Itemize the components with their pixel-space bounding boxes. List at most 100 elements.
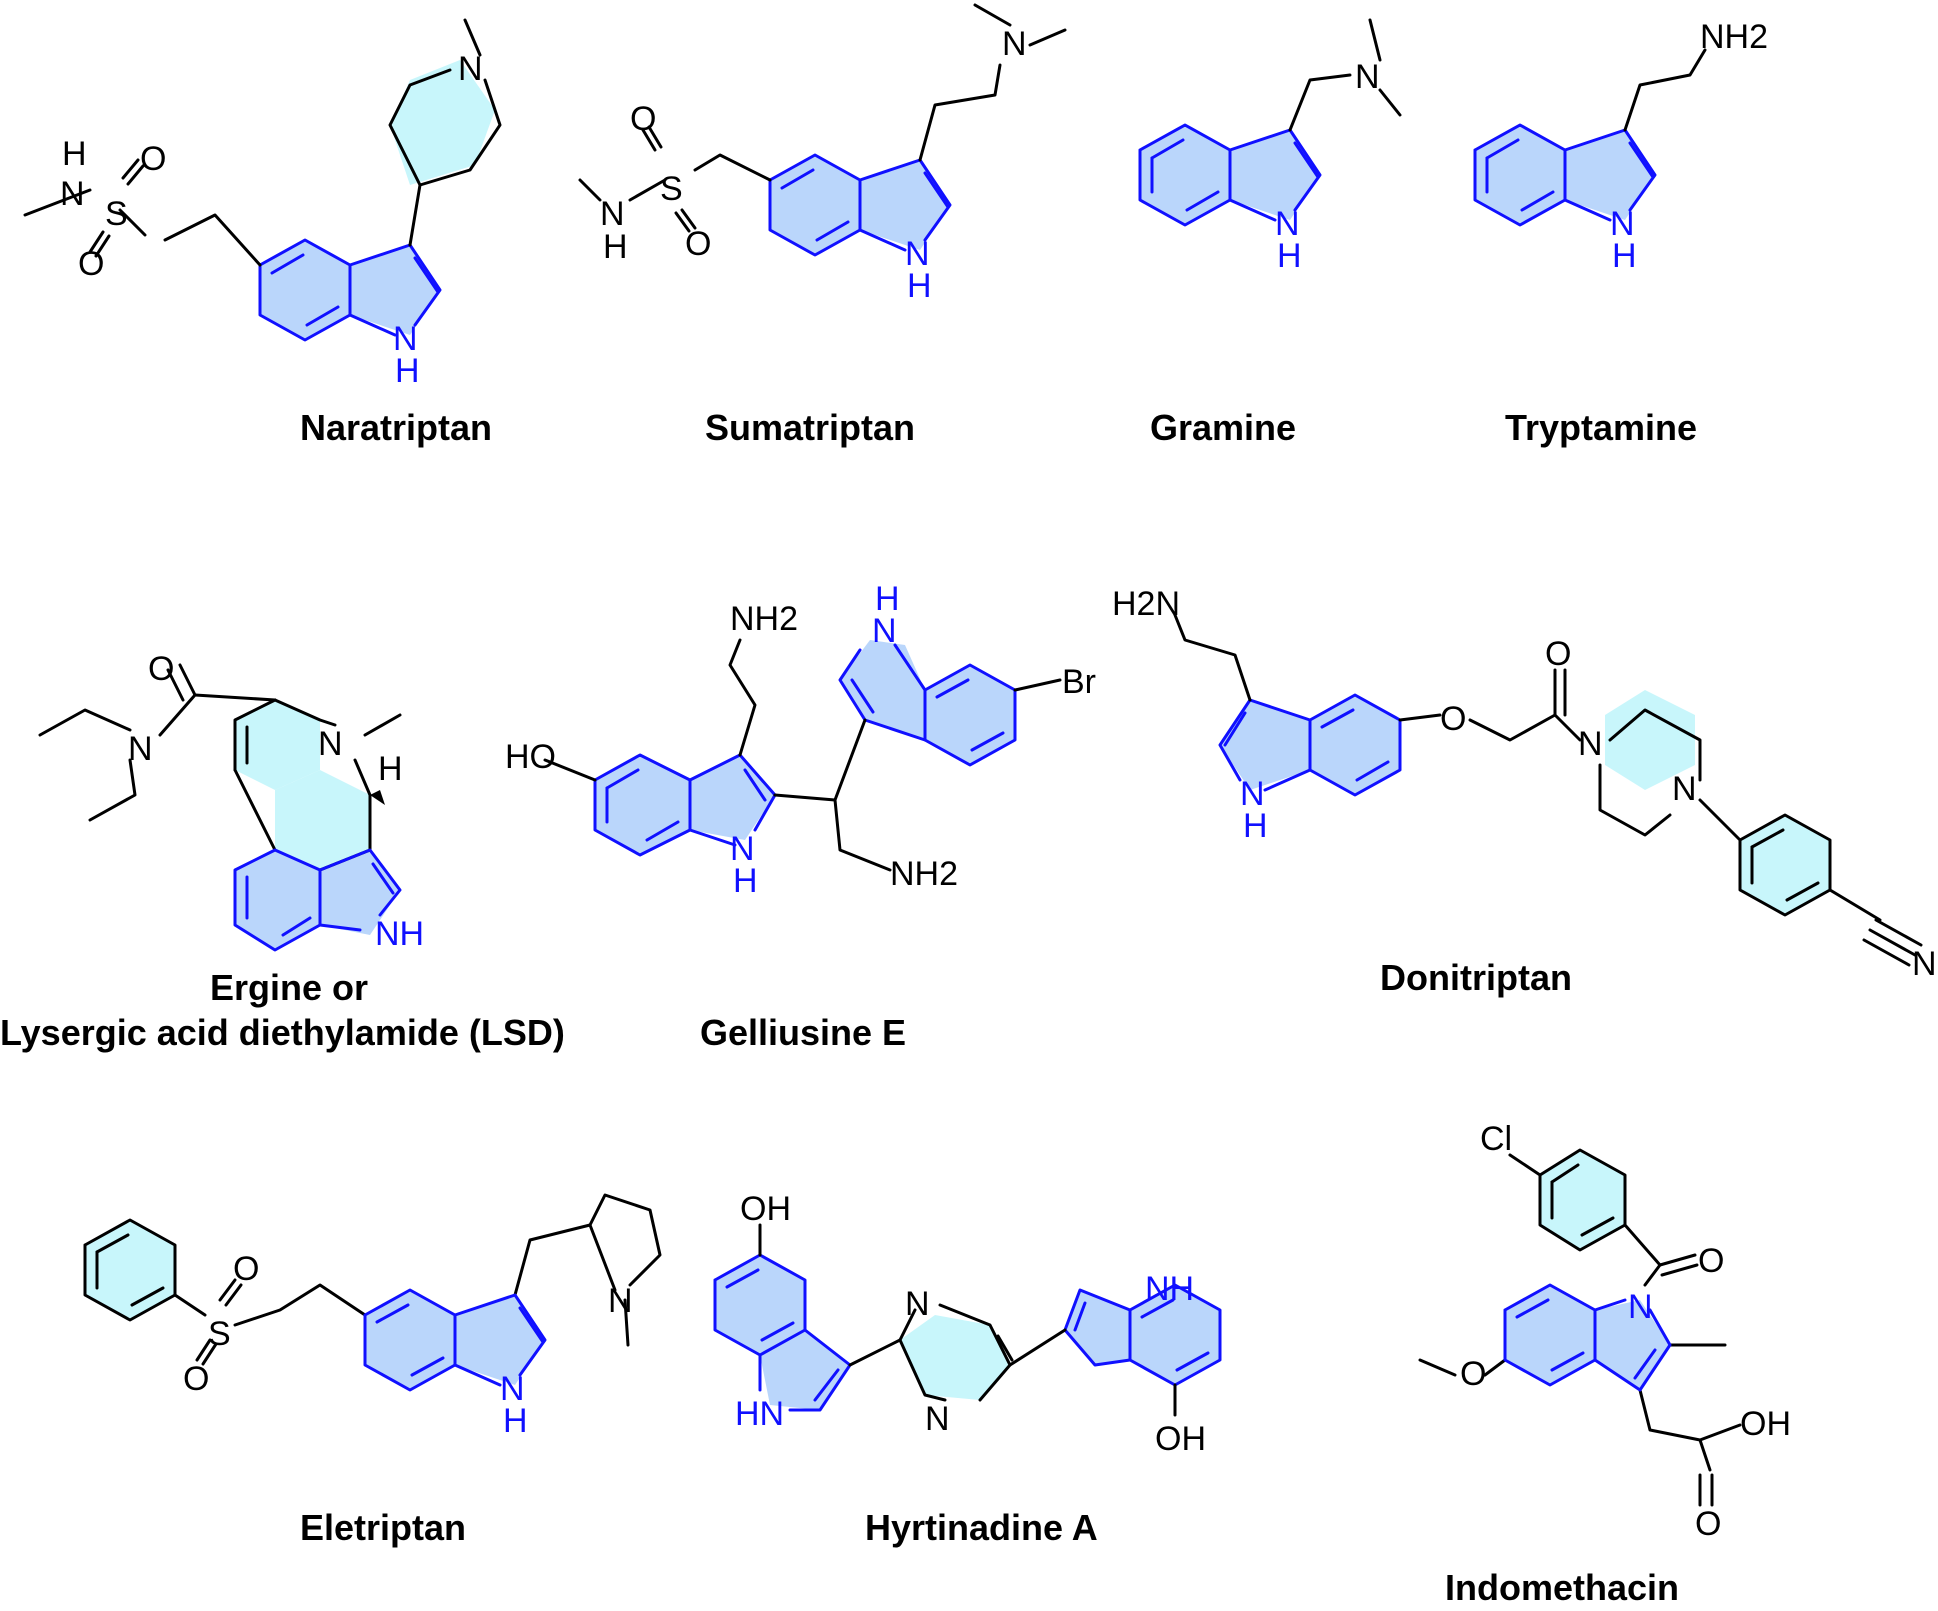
eletriptan-h-indole: H [503,1402,528,1440]
lsd-label-line2: Lysergic acid diethylamide (LSD) [0,1012,565,1053]
lsd-nh-indole: NH [375,915,424,953]
naratriptan-s: S [105,195,128,233]
naratriptan-n-piperidine: N [458,50,483,88]
lsd-structure: O N N H NH Ergine or Lysergic acid dieth… [0,650,565,1053]
gelliusine-n-indole1: N [730,830,755,868]
donitriptan-o-ether: O [1440,700,1466,738]
sumatriptan-h-sulfonamide: H [603,228,628,266]
donitriptan-benzene-fill [1310,695,1400,795]
gelliusine-n-indole2: N [872,612,897,650]
tryptamine-benzene-fill [1475,125,1565,225]
indomethacin-o-methoxy: O [1460,1355,1486,1393]
gelliusine-indole1-bonds [593,753,777,857]
tryptamine-structure: NH2 N H Tryptamine [1473,18,1768,448]
gelliusine-benzene2-fill [925,665,1015,765]
naratriptan-indole-bonds [258,238,442,342]
gelliusine-h-indole2: H [875,580,900,618]
donitriptan-label: Donitriptan [1380,957,1572,998]
lsd-stereo-wedge [370,790,385,805]
sumatriptan-n-sulfonamide: N [600,195,625,233]
lsd-ring-c-fill [275,770,370,870]
gramine-indole-bonds [1138,123,1322,227]
eletriptan-label: Eletriptan [300,1507,466,1548]
donitriptan-h2n: H2N [1112,585,1180,623]
gelliusine-h-indole1: H [733,862,758,900]
sumatriptan-o-top: O [630,100,656,138]
indomethacin-n-indole: N [1628,1288,1653,1326]
lsd-h-stereo: H [378,750,403,788]
lsd-ring-d-fill [235,700,320,790]
lsd-n-ring: N [318,725,343,763]
naratriptan-o-top: O [140,140,166,178]
hyrtinadine-oh-top: OH [740,1190,791,1228]
hyrtinadine-n-pyrimidine1: N [905,1285,930,1323]
tryptamine-h-indole: H [1612,237,1637,275]
sumatriptan-pyrrole-fill [860,160,950,250]
lsd-indole-bonds [233,848,402,952]
sumatriptan-n-indole: N [905,235,930,273]
lsd-label-line1: Ergine or [210,967,368,1008]
tryptamine-pyrrole-fill [1565,130,1655,220]
tryptamine-nh2: NH2 [1700,18,1768,56]
naratriptan-benzene-fill [260,240,350,340]
gramine-n-indole: N [1275,205,1300,243]
gelliusine-nh2-top: NH2 [730,600,798,638]
hyrtinadine-pyrrole1-fill [760,1330,850,1410]
gelliusine-indole2-bonds [838,643,1017,767]
naratriptan-h-sulfonamide: H [62,135,87,173]
hyrtinadine-label: Hyrtinadine A [865,1507,1098,1548]
gelliusine-structure: NH2 HO NH2 Br N H N H Gelliusine E [505,580,1096,1053]
hyrtinadine-pyrrole2-fill [1065,1290,1130,1365]
sumatriptan-o-bottom: O [685,225,711,263]
gelliusine-pyrrole2-fill [840,640,925,740]
hyrtinadine-structure: OH N N OH HN NH Hyrtinadine A [713,1190,1222,1548]
sumatriptan-label: Sumatriptan [705,407,915,448]
sumatriptan-structure: N S O O N H N H Sumatriptan [578,3,1067,448]
donitriptan-structure: H2N O O N N N N H Donitriptan [1112,585,1937,998]
gelliusine-pyrrole1-fill [690,755,775,840]
indomethacin-label: Indomethacin [1445,1567,1679,1608]
eletriptan-o-bottom: O [183,1360,209,1398]
naratriptan-h-indole: H [395,352,420,390]
eletriptan-pyrrole-fill [455,1295,545,1385]
gramine-structure: N N H Gramine [1138,18,1402,448]
lsd-o-carbonyl: O [148,650,174,688]
donitriptan-n-nitrile: N [1912,945,1937,983]
indomethacin-benzene-fill [1505,1285,1595,1385]
donitriptan-n-piperazine1: N [1578,725,1603,763]
eletriptan-benzene-fill [365,1290,455,1390]
donitriptan-n-indole: N [1240,775,1265,813]
indomethacin-cl: Cl [1480,1120,1512,1158]
tryptamine-n-indole: N [1610,205,1635,243]
gramine-benzene-fill [1140,125,1230,225]
sumatriptan-benzene-fill [770,155,860,255]
donitriptan-n-piperazine2: N [1672,770,1697,808]
hyrtinadine-oh-bottom: OH [1155,1420,1206,1458]
gelliusine-br: Br [1062,663,1096,701]
tryptamine-indole-bonds [1473,123,1657,227]
donitriptan-piperazine-fill [1605,690,1695,790]
naratriptan-n-indole: N [393,320,418,358]
indomethacin-structure: Cl O O OH O N Indomethacin [1418,1120,1791,1608]
eletriptan-n-pyrrolidine: N [608,1282,633,1320]
sumatriptan-indole-bonds [768,153,952,257]
gramine-n-amine: N [1355,58,1380,96]
donitriptan-o-carbonyl: O [1545,635,1571,673]
naratriptan-n-sulfonamide: N [60,175,85,213]
naratriptan-label: Naratriptan [300,407,492,448]
donitriptan-pyrrole-fill [1220,700,1310,790]
donitriptan-indole-bonds [1218,693,1402,797]
eletriptan-structure: S O O N N H Eletriptan [83,1193,662,1548]
sumatriptan-s: S [660,170,683,208]
gramine-label: Gramine [1150,407,1296,448]
donitriptan-h-indole: H [1243,807,1268,845]
indomethacin-o-acid: O [1695,1505,1721,1543]
eletriptan-indole-bonds [363,1288,547,1392]
hyrtinadine-hn-indole1: HN [735,1395,784,1433]
naratriptan-o-bottom: O [78,245,104,283]
gramine-pyrrole-fill [1230,130,1320,220]
naratriptan-structure: N S O O N H N H Naratriptan [23,18,502,448]
indomethacin-pyrrole-fill [1595,1300,1670,1390]
